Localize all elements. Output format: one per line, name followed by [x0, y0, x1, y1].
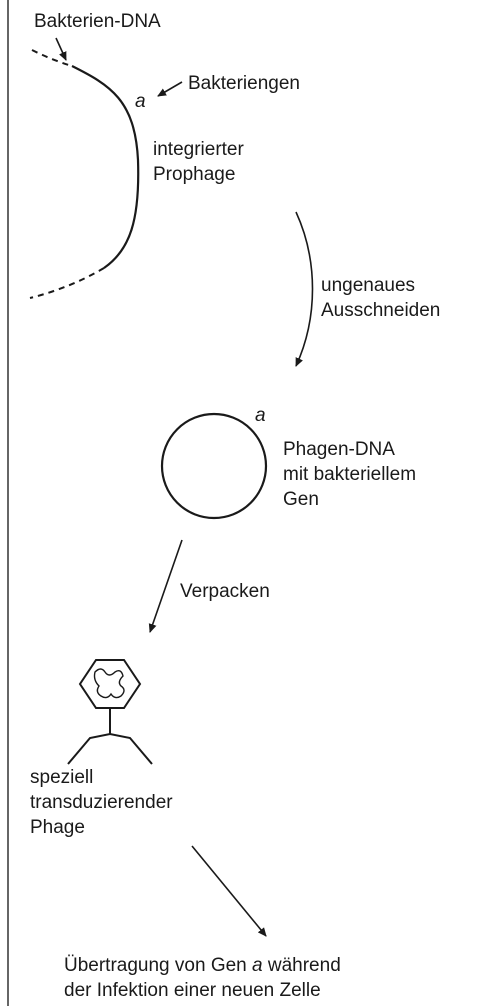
label-gene-a-circle: a [255, 404, 266, 427]
arrow-excision [296, 212, 313, 366]
label-transfer-2: der Infektion einer neuen Zelle [64, 979, 321, 1002]
label-excision-2: Ausschneiden [321, 299, 440, 322]
label-integrated-prophage-1: integrierter [153, 138, 244, 161]
label-transfer-1: Übertragung von Gen a während [64, 954, 341, 977]
label-phage-dna-1: Phagen-DNA [283, 438, 395, 461]
label-phage-dna-3: Gen [283, 488, 319, 511]
label-integrated-prophage-2: Prophage [153, 163, 235, 186]
bacterial-dna-dashed-bottom [30, 268, 104, 298]
arrow-packaging [150, 540, 182, 632]
label-transfer-1-post: während [263, 955, 341, 976]
label-gene-a-top: a [135, 90, 146, 113]
label-bacterial-dna: Bakterien-DNA [34, 10, 161, 33]
arrow-transfer [192, 846, 266, 936]
label-transducing-phage-2: transduzierender [30, 791, 173, 814]
label-packaging: Verpacken [180, 580, 270, 603]
label-transfer-1-gene: a [252, 955, 263, 976]
arrow-bacterial-gene [158, 82, 182, 96]
phage-dna-circle [162, 414, 266, 518]
phage-icon [68, 660, 152, 764]
bacterial-dna-dashed-top [32, 50, 72, 66]
label-transducing-phage-3: Phage [30, 816, 85, 839]
arrow-bacterial-dna [56, 38, 66, 60]
prophage-solid-curve [72, 66, 138, 268]
label-phage-dna-2: mit bakteriellem [283, 463, 416, 486]
label-transducing-phage-1: speziell [30, 766, 93, 789]
label-excision-1: ungenaues [321, 274, 415, 297]
label-bacterial-gene: Bakteriengen [188, 72, 300, 95]
label-transfer-1-pre: Übertragung von Gen [64, 955, 252, 976]
